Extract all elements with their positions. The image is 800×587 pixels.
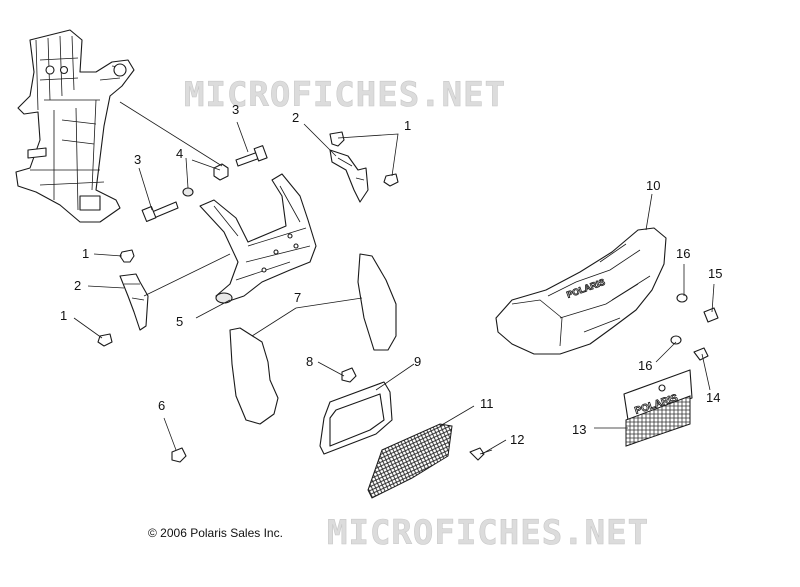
nut-part-4 (182, 163, 229, 197)
copyright-text: © 2006 Polaris Sales Inc. (148, 526, 283, 540)
callout-3-top: 3 (232, 102, 239, 117)
bumper-bracket-part-5 (199, 173, 317, 304)
fastener-part-1-b (97, 333, 113, 347)
callout-10: 10 (646, 178, 660, 193)
washer-part-16-upper (676, 293, 688, 303)
fastener-part-1-a (119, 249, 135, 263)
bolt-part-14 (693, 347, 709, 361)
callout-12: 12 (510, 432, 524, 447)
watermark-bottom: MICROFICHES.NET (327, 513, 649, 553)
bolt-part-3-upper (235, 145, 268, 167)
screw-part-12 (469, 447, 493, 461)
callout-14: 14 (706, 390, 720, 405)
grille-frame-part-9 (319, 381, 393, 455)
mesh-screen-part-11 (367, 423, 453, 499)
frame-assembly (15, 29, 135, 223)
screw-part-6 (171, 447, 187, 463)
grille-cover-part-13: POLARIS (623, 369, 693, 447)
watermark-top: MICROFICHES.NET (184, 75, 506, 115)
callout-1-mid: 1 (82, 246, 89, 261)
callout-5: 5 (176, 314, 183, 329)
side-panel-part-7-right (357, 253, 397, 351)
fastener-part-1-c (329, 131, 399, 187)
callout-labels: 1 1 1 2 2 3 3 4 5 6 7 8 9 10 11 12 13 14… (60, 102, 722, 447)
callout-1-top: 1 (404, 118, 411, 133)
callout-7: 7 (294, 290, 301, 305)
callout-16-bottom: 16 (638, 358, 652, 373)
callout-3-bottom: 3 (134, 152, 141, 167)
bracket-part-2-left (119, 273, 149, 331)
leader-lines (73, 101, 715, 455)
nut-part-8 (341, 367, 357, 383)
callout-16-top: 16 (676, 246, 690, 261)
callout-1-bottom: 1 (60, 308, 67, 323)
bolt-part-15 (703, 307, 719, 323)
callout-11: 11 (480, 396, 494, 411)
bolt-part-3-lower (141, 201, 179, 222)
callout-13: 13 (572, 422, 586, 437)
callout-4: 4 (176, 146, 183, 161)
washer-part-16-lower (670, 335, 682, 345)
callout-9: 9 (414, 354, 421, 369)
callout-2-top: 2 (292, 110, 299, 125)
front-bumper-part-10: POLARIS (495, 227, 667, 355)
callout-6: 6 (158, 398, 165, 413)
callout-15: 15 (708, 266, 722, 281)
callout-8: 8 (306, 354, 313, 369)
callout-2-bottom: 2 (74, 278, 81, 293)
bracket-part-2-right (329, 149, 369, 203)
side-panel-part-7-left (229, 327, 279, 425)
